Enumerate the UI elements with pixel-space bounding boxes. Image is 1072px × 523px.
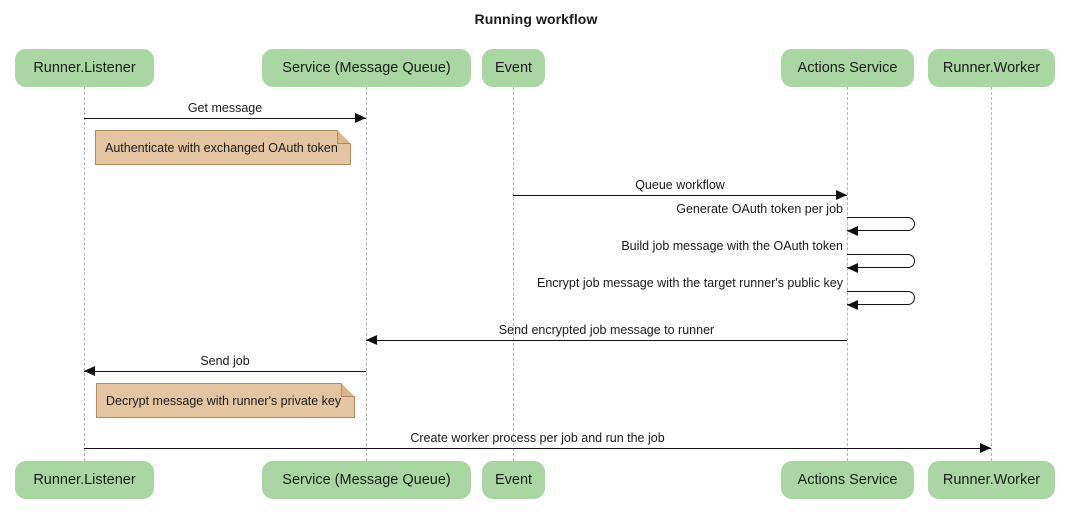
arrowhead-get-message xyxy=(355,113,366,123)
arrowhead-send-job xyxy=(84,366,95,376)
message-label-generate-token: Generate OAuth token per job xyxy=(676,202,843,216)
participant-label: Actions Service xyxy=(797,60,898,76)
participant-runner-listener-bottom[interactable]: Runner.Listener xyxy=(15,461,154,499)
arrowhead-queue-workflow xyxy=(836,190,847,200)
participant-label: Service (Message Queue) xyxy=(282,60,451,76)
arrowhead-encrypt-job xyxy=(847,299,858,310)
lifeline-event xyxy=(513,87,514,461)
participant-label: Runner.Listener xyxy=(33,472,136,488)
arrowhead-generate-token xyxy=(847,225,858,236)
participant-label: Event xyxy=(494,60,533,76)
participant-runner-listener-top[interactable]: Runner.Listener xyxy=(15,49,154,87)
message-label-encrypt-job: Encrypt job message with the target runn… xyxy=(536,276,843,290)
participant-actions-service-top[interactable]: Actions Service xyxy=(781,49,914,87)
lifeline-runner-worker xyxy=(991,87,992,461)
message-label-send-job: Send job xyxy=(200,354,250,368)
participant-label: Runner.Listener xyxy=(33,60,136,76)
self-message-encrypt-job xyxy=(847,291,915,305)
self-message-generate-token xyxy=(847,217,915,231)
participant-label: Service (Message Queue) xyxy=(282,472,451,488)
lifeline-actions-service xyxy=(847,87,848,461)
message-label-queue-workflow: Queue workflow xyxy=(635,178,725,192)
participant-label: Runner.Worker xyxy=(942,60,1041,76)
message-label-build-job-message: Build job message with the OAuth token xyxy=(621,239,843,253)
arrowhead-build-job-message xyxy=(847,262,858,273)
participant-label: Actions Service xyxy=(797,472,898,488)
message-line-queue-workflow xyxy=(513,195,847,196)
lifeline-runner-listener xyxy=(84,87,85,461)
message-label-get-message: Get message xyxy=(187,101,263,115)
page-title: Running workflow xyxy=(474,11,598,27)
participant-runner-worker-bottom[interactable]: Runner.Worker xyxy=(928,461,1055,499)
message-label-send-encrypted: Send encrypted job message to runner xyxy=(498,323,715,337)
message-line-send-job xyxy=(84,371,366,372)
participant-service-queue-bottom[interactable]: Service (Message Queue) xyxy=(262,461,471,499)
note-label: Authenticate with exchanged OAuth token xyxy=(105,140,338,155)
lifeline-service-queue xyxy=(366,87,367,461)
arrowhead-create-worker xyxy=(980,443,991,453)
participant-label: Runner.Worker xyxy=(942,472,1041,488)
message-label-create-worker: Create worker process per job and run th… xyxy=(410,431,665,445)
message-line-create-worker xyxy=(84,448,991,449)
message-line-get-message xyxy=(84,118,366,119)
message-line-send-encrypted xyxy=(366,340,847,341)
self-message-build-job-message xyxy=(847,254,915,268)
participant-label: Event xyxy=(494,472,533,488)
participant-runner-worker-top[interactable]: Runner.Worker xyxy=(928,49,1055,87)
note-decrypt: Decrypt message with runner's private ke… xyxy=(96,383,355,418)
participant-event-top[interactable]: Event xyxy=(482,49,545,87)
note-label: Decrypt message with runner's private ke… xyxy=(106,393,342,408)
note-authenticate: Authenticate with exchanged OAuth token xyxy=(95,130,351,165)
participant-service-queue-top[interactable]: Service (Message Queue) xyxy=(262,49,471,87)
participant-event-bottom[interactable]: Event xyxy=(482,461,545,499)
participant-actions-service-bottom[interactable]: Actions Service xyxy=(781,461,914,499)
arrowhead-send-encrypted xyxy=(366,335,377,345)
